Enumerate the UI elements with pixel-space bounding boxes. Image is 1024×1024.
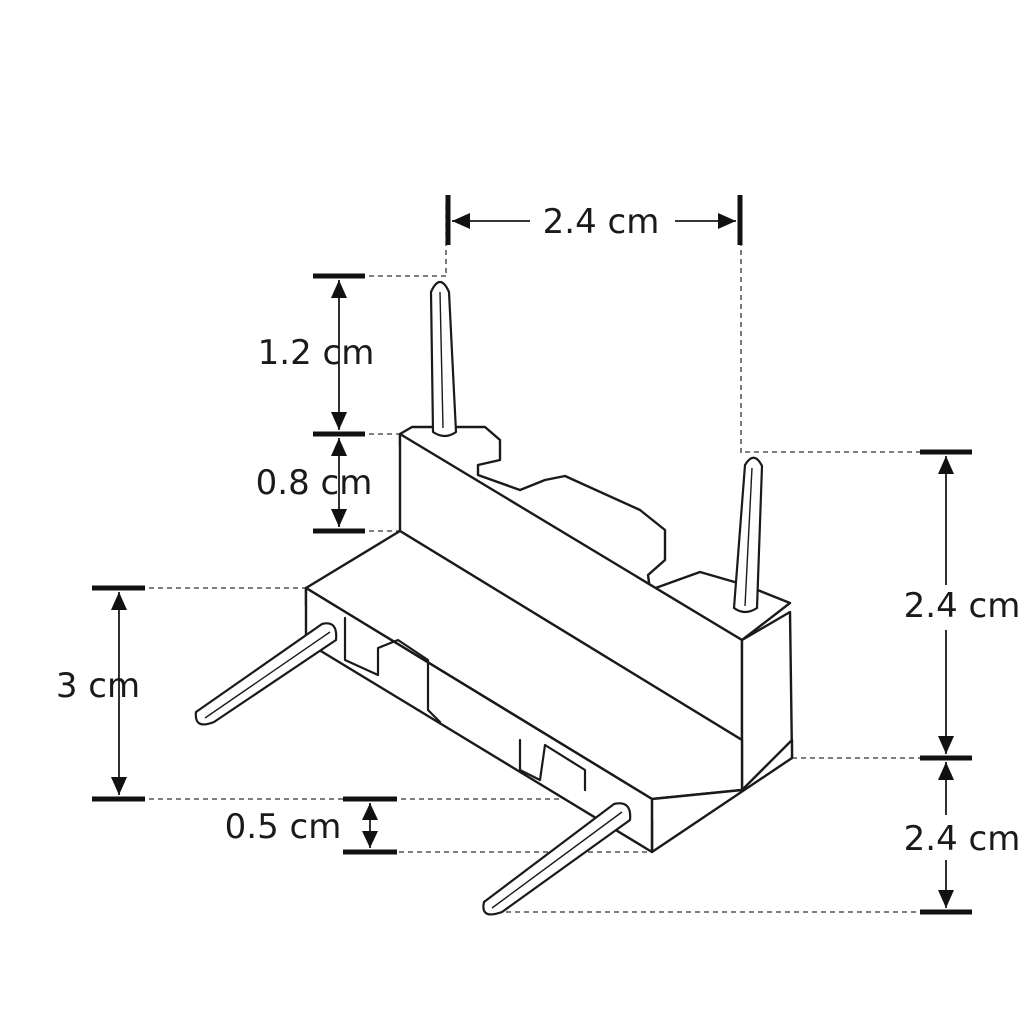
- dim-front-height: [92, 585, 145, 802]
- dim-back-step: [313, 438, 365, 534]
- dim-pin-spacing: [445, 195, 743, 245]
- dim-base-offset: [343, 796, 397, 855]
- label-pin-spacing: 2.4 cm: [543, 202, 660, 242]
- dim-pin-height: [313, 273, 365, 437]
- label-upper-height: 2.4 cm: [904, 586, 1021, 626]
- front-notch-left: [343, 616, 442, 724]
- label-front-height: 3 cm: [56, 666, 140, 706]
- back-block-top: [398, 425, 792, 642]
- pin-right-upper: [732, 456, 764, 614]
- label-back-step: 0.8 cm: [256, 463, 373, 503]
- label-lower-height: 2.4 cm: [904, 819, 1021, 859]
- pin-right-front: [482, 802, 632, 916]
- label-pin-height: 1.2 cm: [258, 333, 375, 373]
- pin-left-front: [194, 622, 338, 726]
- label-base-offset: 0.5 cm: [225, 807, 342, 847]
- dim-upper-height: [920, 449, 972, 761]
- dim-lower-height: [920, 762, 972, 915]
- connector-body: [304, 425, 794, 854]
- front-notch-right: [518, 738, 587, 792]
- pin-left-upper: [429, 280, 458, 438]
